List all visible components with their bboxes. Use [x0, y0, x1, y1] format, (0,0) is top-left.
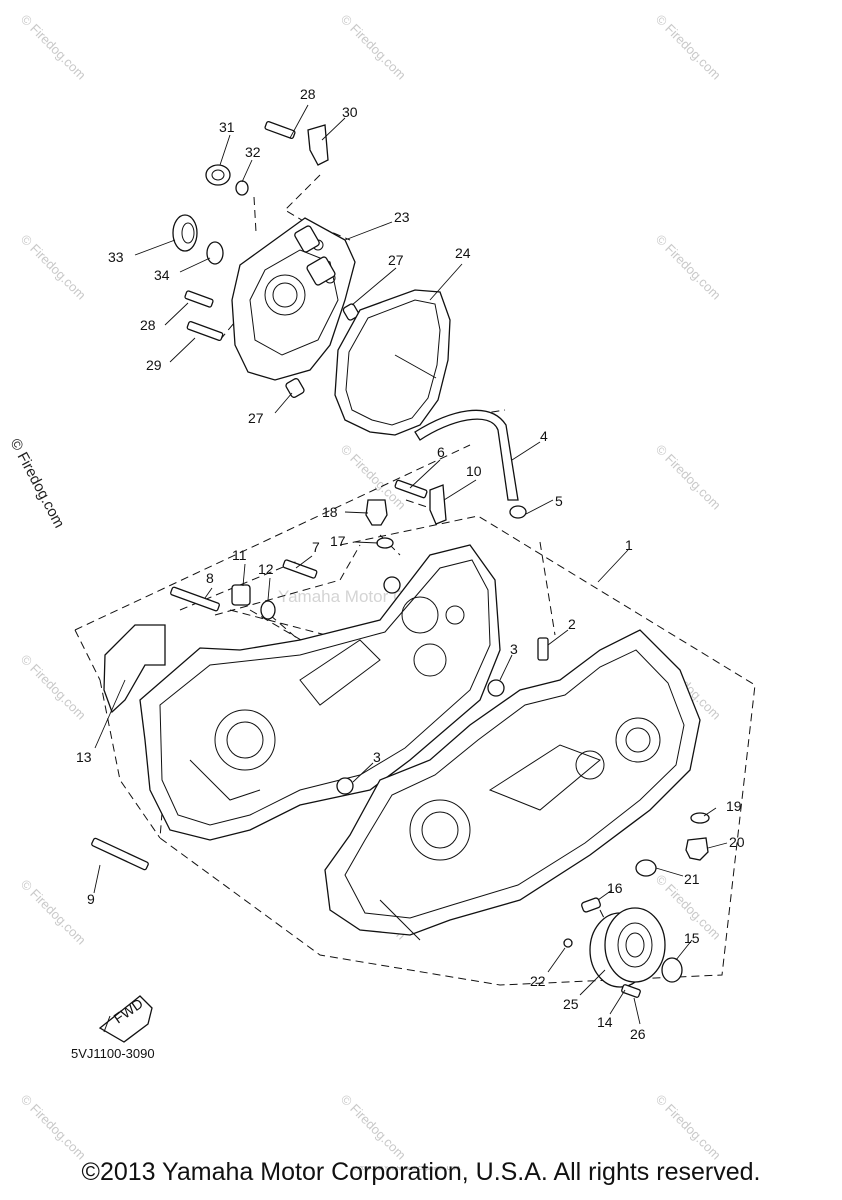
drain-bolt-23 [685, 837, 709, 861]
callout-11: 11 [232, 547, 247, 563]
gasket-20 [376, 537, 394, 549]
clamp-10 [429, 484, 447, 525]
leader-lines [93, 104, 728, 1025]
bolt-9 [91, 837, 149, 871]
gasket-group [334, 289, 451, 436]
callout-2: 2 [568, 616, 576, 632]
callout-30: 30 [342, 104, 358, 120]
hose-group [365, 409, 549, 661]
bolt-28-upper [264, 121, 296, 139]
callout-12: 12 [258, 561, 274, 577]
dowel-3-lower [336, 777, 354, 795]
cap-31 [205, 164, 231, 186]
o-ring-34 [206, 241, 224, 265]
watermark-text: © Firedog.com [653, 232, 724, 303]
oil-seal-33 [172, 214, 198, 252]
watermark-text: © Firedog.com [338, 1092, 409, 1163]
clamp-30 [307, 124, 329, 166]
o-ring-32 [235, 180, 249, 196]
callout-29: 29 [146, 357, 162, 373]
bolt-29 [186, 320, 224, 342]
callout-31: 31 [219, 119, 235, 135]
bolt-11 [231, 584, 251, 606]
callout-18: 26 [630, 1026, 646, 1042]
bolt-7 [282, 559, 318, 579]
left-side-parts [91, 559, 318, 871]
watermark-text: © Firedog.com [18, 652, 89, 723]
callout-14: 14 [597, 1014, 613, 1030]
callout-15: 15 [684, 930, 700, 946]
watermark-text: © Firedog.com [653, 1092, 724, 1163]
callout-26: 24 [455, 245, 471, 261]
callout-9: 9 [87, 891, 95, 907]
cover-14 [604, 907, 666, 983]
dowel-27-lower [285, 378, 305, 398]
callout-22: 19 [726, 798, 742, 814]
bolt-28-lower [184, 290, 214, 308]
hose-clip-5 [509, 505, 527, 519]
callout-6: 6 [437, 444, 445, 460]
fwd-arrow: FWD [98, 995, 153, 1043]
callout-34: 34 [154, 267, 170, 283]
callout-7: 7 [312, 539, 320, 555]
watermark-text: © Firedog.com [18, 232, 89, 303]
right-crankcase [324, 629, 710, 941]
callout-4: 4 [540, 428, 548, 444]
tiny-copyright-text: (c) 2005-2015 Yamaha Motor Corporation, … [352, 1166, 462, 1172]
callout-8: 8 [206, 570, 214, 586]
bolt-21 [365, 499, 388, 526]
watermark-text: © Firedog.com [18, 1092, 89, 1163]
callout-5: 5 [555, 493, 563, 509]
pin-19 [563, 938, 573, 948]
watermark-layer: © Firedog.com © Firedog.com © Firedog.co… [6, 12, 723, 1172]
side-watermark-text: © Firedog.com [6, 436, 67, 531]
callout-28-lower: 28 [140, 317, 156, 333]
watermark-text: © Firedog.com [653, 12, 724, 83]
oil-seal-cover-group [172, 121, 360, 398]
callout-23: 20 [729, 834, 745, 850]
callout-3-lower: 3 [373, 749, 381, 765]
callout-17: 25 [563, 996, 579, 1012]
callout-27-upper: 27 [388, 252, 404, 268]
callout-3-upper: 3 [510, 641, 518, 657]
breather-hose [414, 409, 519, 501]
gasket-13 [103, 624, 166, 714]
screw-18 [621, 984, 641, 998]
callout-20: 17 [330, 533, 346, 549]
bearing-cover-group [563, 897, 683, 998]
callout-25: 23 [394, 209, 410, 225]
oil-seal-15 [661, 957, 683, 983]
callout-33: 33 [108, 249, 124, 265]
callout-21: 18 [322, 504, 338, 520]
callout-10: 10 [466, 463, 482, 479]
callout-19: 22 [530, 973, 546, 989]
callout-28: 28 [300, 86, 316, 102]
callout-16: 16 [607, 880, 623, 896]
washer-12 [260, 600, 276, 620]
diagram-code: 5VJ1100-3090 [71, 1046, 155, 1061]
left-crankcase [139, 544, 505, 841]
callout-13: 13 [76, 749, 92, 765]
callout-1: 1 [625, 537, 633, 553]
watermark-text: © Firedog.com [18, 877, 89, 948]
bolt-8 [170, 586, 220, 612]
plug-24 [635, 859, 657, 877]
watermark-text: © Firedog.com [653, 442, 724, 513]
plug-20 [383, 576, 401, 594]
dowel-3-upper [487, 679, 505, 697]
dowel-27-upper [342, 303, 360, 321]
callout-32: 32 [245, 144, 261, 160]
watermark-text: © Firedog.com [338, 12, 409, 83]
callout-24: 21 [684, 871, 700, 887]
nipple-2 [537, 637, 549, 661]
callout-27-lower: 27 [248, 410, 264, 426]
copyright-footer: ©2013 Yamaha Motor Corporation, U.S.A. A… [81, 1158, 761, 1186]
pin-16 [581, 897, 601, 913]
watermark-text: © Firedog.com [18, 12, 89, 83]
callout-labels: 28 30 31 32 33 34 23 27 24 28 29 27 4 6 … [76, 86, 745, 1042]
